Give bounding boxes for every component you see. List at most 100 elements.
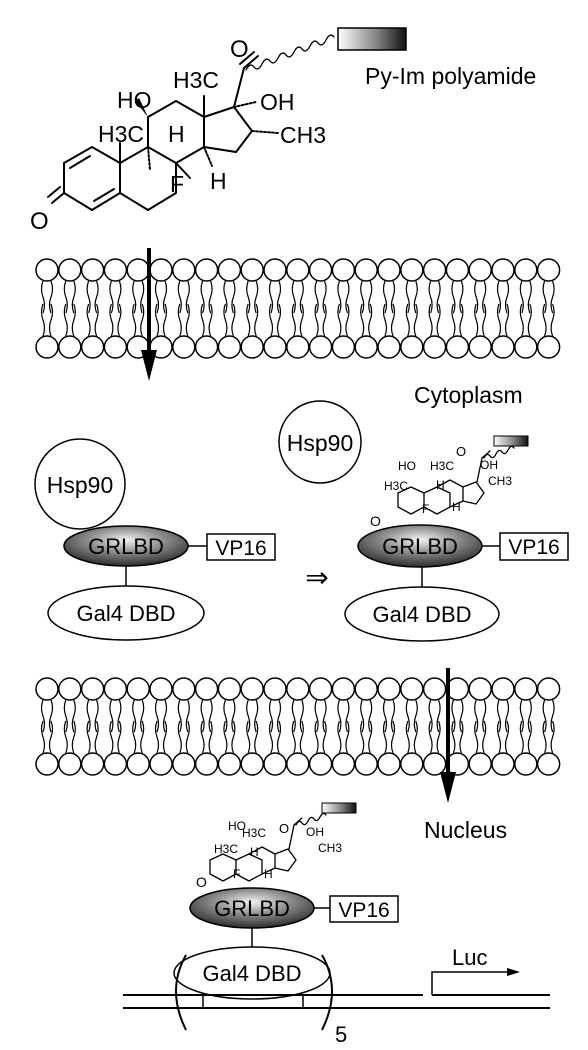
- lipid-head: [35, 677, 59, 701]
- cell-membrane: [35, 258, 561, 359]
- vp16-left: [206, 533, 276, 561]
- polyamide-tag-mid: [493, 435, 529, 447]
- fluoro-9-bottom: F: [233, 867, 240, 881]
- fluoro-9-mid: F: [422, 502, 429, 516]
- hydrogen-14-bottom: H: [264, 867, 273, 881]
- ketone-oxygen-mid: O: [370, 513, 381, 529]
- gal4-dbd-left: [47, 585, 205, 641]
- lipid-head: [103, 335, 128, 359]
- lipid-head: [400, 677, 424, 701]
- lipid-head: [536, 335, 561, 359]
- lipid-head: [80, 752, 105, 776]
- hsp90-bound-label: Hsp90: [47, 472, 113, 498]
- nucleus-label: Nucleus: [424, 817, 507, 843]
- lipid-head: [217, 335, 242, 359]
- steroid-conjugate-bottom: O H3C HO OH CH3 H3C H F H O: [196, 802, 357, 890]
- polyamide-tag: [337, 27, 407, 51]
- bracket-left: [175, 954, 187, 1031]
- polyamide-tag-bottom: [321, 802, 357, 814]
- lipid-head: [194, 677, 219, 701]
- hsp90-free: Hsp90: [278, 400, 362, 484]
- lipid-head: [240, 258, 264, 282]
- lipid-head: [377, 258, 401, 282]
- lipid-head: [194, 752, 219, 776]
- lipid-head: [103, 677, 128, 701]
- nuclear-entry-arrow: [440, 668, 456, 803]
- lipid-head: [354, 677, 378, 701]
- lipid-head: [172, 677, 196, 701]
- reporter-gene-label: Luc: [452, 945, 487, 970]
- fluoro-9-label: F: [170, 171, 184, 197]
- lipid-head: [240, 335, 264, 359]
- lipid-head: [354, 335, 378, 359]
- implies-arrow: ⇒: [305, 562, 328, 593]
- lipid-head: [514, 335, 538, 359]
- lipid-head: [263, 677, 287, 701]
- ketone-oxygen-bottom: O: [196, 874, 207, 890]
- lipid-head: [308, 677, 333, 701]
- methyl-16-label: CH3: [280, 122, 326, 148]
- repeat-count: 5: [335, 1022, 347, 1047]
- lipid-head: [217, 752, 242, 776]
- lipid-head: [331, 335, 356, 359]
- lipid-head: [377, 335, 401, 359]
- lipid-head: [58, 677, 82, 701]
- lipid-head: [331, 258, 356, 282]
- lipid-head: [286, 258, 310, 282]
- lipid-head: [377, 752, 401, 776]
- inactive-receptor-complex: Hsp90 Gal4 DBD GRLBD VP16: [34, 438, 276, 641]
- hydroxy-17-mid: OH: [480, 458, 498, 472]
- lipid-head: [126, 677, 150, 701]
- lipid-head: [445, 335, 470, 359]
- lipid-head: [58, 335, 82, 359]
- side-chain-oxygen-mid: O: [456, 444, 466, 459]
- lipid-head: [240, 677, 264, 701]
- side-chain-oxygen: O: [230, 36, 249, 63]
- lipid-head: [286, 677, 310, 701]
- lipid-head: [308, 335, 333, 359]
- lipid-head: [536, 258, 561, 282]
- lipid-head: [491, 752, 515, 776]
- lipid-head: [331, 677, 356, 701]
- lipid-head: [149, 752, 173, 776]
- lipid-head: [400, 752, 424, 776]
- methyl-c19-mid: H3C: [384, 479, 408, 493]
- lipid-head: [240, 752, 264, 776]
- grlbd-bound: [189, 887, 315, 929]
- lipid-head: [445, 258, 470, 282]
- gal4-dbd-bound-label: Gal4 DBD: [202, 961, 301, 986]
- lipid-head: [422, 258, 447, 282]
- lipid-head: [58, 752, 82, 776]
- lipid-head: [172, 258, 196, 282]
- lipid-head: [103, 752, 128, 776]
- nuclear-membrane: [35, 677, 561, 776]
- bracket-right: [321, 954, 333, 1031]
- vp16-bound: [329, 895, 399, 923]
- lipid-head: [400, 335, 424, 359]
- lipid-head: [263, 752, 287, 776]
- lipid-head: [172, 752, 196, 776]
- hydrogen-8-label: H: [168, 121, 185, 147]
- lipid-head: [217, 677, 242, 701]
- gal4-dbd-right-label: Gal4 DBD: [372, 602, 471, 627]
- lipid-head: [286, 752, 310, 776]
- lipid-head: [536, 752, 561, 776]
- lipid-head: [354, 752, 378, 776]
- lipid-head: [80, 677, 105, 701]
- vp16-left-label: VP16: [215, 537, 266, 560]
- lipid-head: [194, 258, 219, 282]
- lipid-head: [422, 752, 447, 776]
- cytoplasm-label: Cytoplasm: [414, 382, 523, 408]
- vp16-right: [499, 532, 569, 561]
- hydrogen-8-mid: H: [436, 478, 445, 492]
- lipid-head: [308, 752, 333, 776]
- methyl-c19-label: H3C: [98, 121, 144, 147]
- lipid-head: [491, 677, 515, 701]
- active-receptor-complex: O H3C HO OH CH3 H3C H F H O Gal4 DBD GRL…: [344, 435, 569, 642]
- entry-arrow: [141, 248, 157, 381]
- lipid-head: [308, 258, 333, 282]
- lipid-head: [468, 752, 492, 776]
- grlbd-right: [357, 524, 483, 568]
- hydrogen-14-label: H: [210, 168, 227, 194]
- methyl-c18-bottom: H3C: [242, 826, 266, 840]
